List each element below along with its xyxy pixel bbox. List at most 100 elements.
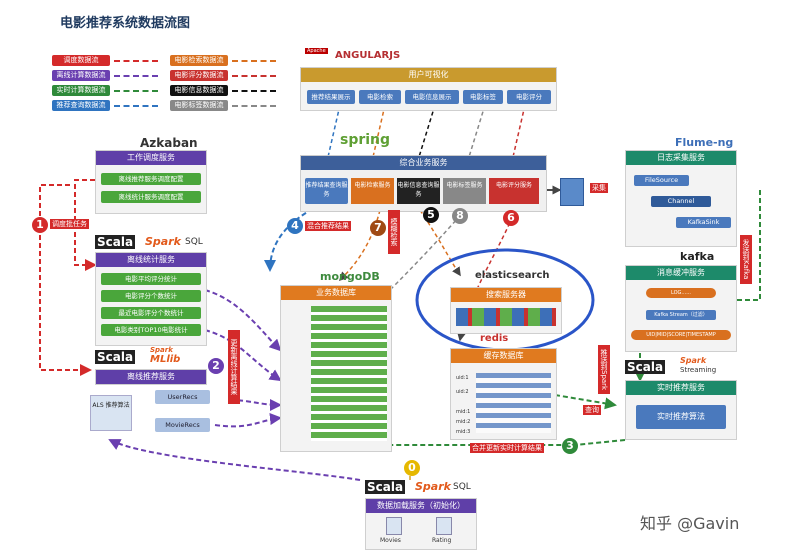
mllib-logos: Scala Spark MLlib [95,346,215,368]
redis-values [476,373,551,433]
business-panel: 综合业务服务 推荐结果查询服务 电影检索服务 电影信息查询服务 电影标签服务 电… [300,155,547,212]
offline-stats-panel: 离线统计服务 电影平均评分统计 电影评分个数统计 最近电影评分个数统计 电影类别… [95,252,207,346]
als-algorithm: ALS 推荐算法 [90,395,132,431]
mllib-header-wrap: 离线推荐服务 [95,369,207,385]
kafka-stream[interactable]: Kafka Stream（过滤） [646,310,716,320]
legend: 调度数据流离线计算数据流实时计算数据流推荐查询数据流电影检索数据流电影评分数据流… [52,55,282,115]
spark-logo: Spark [415,480,451,493]
redis-panel: 缓存数据库 uid:1 uid:2 mid:1 mid:2 mid:3 [450,348,557,440]
business-header: 综合业务服务 [301,156,546,170]
ui-item-tag[interactable]: 电影标签 [463,90,503,104]
movies-label: Movies [380,537,401,544]
loader-header: 数据加载服务（初始化） [366,499,476,513]
offline-flow-5 [108,439,361,481]
step-3-badge: 3 [562,438,578,454]
biz-item-recommend[interactable]: 推荐结果查询服务 [305,178,348,204]
stats-item-recent[interactable]: 最近电影评分个数统计 [101,307,201,319]
schedule-flow [39,184,92,376]
step-8-badge: 8 [452,208,468,224]
mllib-logo: MLlib [150,354,181,365]
loader-panel: 数据加载服务（初始化） Movies Rating [365,498,477,550]
schedule-label: 调度批任务 [50,219,89,229]
stats-item-avg[interactable]: 电影平均评分统计 [101,273,201,285]
legend-item: 电影标签数据流 [170,100,228,111]
step-1-badge: 1 [32,217,48,233]
legend-item: 电影评分数据流 [170,70,228,81]
flume-logo: Flume-ng [675,136,734,149]
spark-logo: Spark [150,346,173,354]
flume-panel: 日志采集服务 FileSource Channel KafkaSink [625,150,737,247]
mongodb-logo: mongoDB [320,270,380,283]
step-2-badge: 2 [208,358,224,374]
azkaban-item-offline-recommend[interactable]: 离线推荐服务调度配置 [101,173,201,185]
legend-line [232,90,276,92]
redis-row-4: mid:2 [456,419,471,425]
step-0-badge: 0 [404,460,420,476]
hybrid-label: 混合推荐结果 [305,221,351,231]
legend-item: 电影信息数据流 [170,85,228,96]
userrecs-box[interactable]: UserRecs [155,390,210,404]
fuzzy-search-label: 模糊检索 [388,210,400,254]
flume-channel[interactable]: Channel [651,196,711,207]
ui-item-info[interactable]: 电影信息展示 [405,90,459,104]
offline-update-label: 更新离线计算结果 [228,330,240,404]
ui-item-recommend[interactable]: 推荐结果展示 [307,90,355,104]
legend-item: 离线计算数据流 [52,70,110,81]
rating-label: Rating [432,537,452,544]
redis-logo: redis [480,333,509,344]
sql-label: SQL [453,482,471,492]
biz-item-search[interactable]: 电影检索服务 [351,178,394,204]
kafka-logo: kafka [680,250,715,263]
kafka-header: 消息缓冲服务 [626,266,736,280]
azkaban-logo: Azkaban [140,136,198,150]
realtime-flow-2 [554,394,617,410]
biz-item-info[interactable]: 电影信息查询服务 [397,178,440,204]
scala-logo: Scala [95,235,136,249]
legend-line [114,60,158,62]
offline-flow-4 [214,413,282,428]
send-kafka-label: 发送到Kafka [740,235,752,284]
ui-item-search[interactable]: 电影检索 [359,90,401,104]
biz-item-tag[interactable]: 电影标签服务 [443,178,486,204]
biz-flow-1 [338,209,381,282]
scala-logo: Scala [95,350,136,364]
loader-logos: Scala Spark SQL [365,480,475,498]
kafka-log: LOG...... [646,288,716,298]
movies-file-icon [386,517,402,535]
biz-item-rating[interactable]: 电影评分服务 [489,178,539,204]
step-4-badge: 4 [287,218,303,234]
spark-logo: Spark [145,235,181,248]
flume-filesource[interactable]: FileSource [634,175,689,186]
kafka-panel: 消息缓冲服务 LOG...... Kafka Stream（过滤） UID|MI… [625,265,737,352]
legend-line [114,105,158,107]
azkaban-header: 工作调度服务 [96,151,206,165]
streaming-header: 实时推荐服务 [626,381,736,395]
azkaban-item-offline-stats[interactable]: 离线统计服务调度配置 [101,191,201,203]
offline-flow-1 [204,289,282,352]
collect-label: 采集 [590,183,608,193]
query-label: 查询 [583,405,601,415]
streaming-panel: 实时推荐服务 实时推荐算法 [625,380,737,440]
step-5-badge: 5 [423,207,439,223]
stats-item-count[interactable]: 电影评分个数统计 [101,290,201,302]
legend-line [114,90,158,92]
scala-logo: Scala [365,480,406,494]
watermark: 知乎 @Gavin [640,514,740,533]
azkaban-panel: 工作调度服务 离线推荐服务调度配置 离线统计服务调度配置 [95,150,207,214]
ui-header: 用户可视化 [301,68,556,82]
flume-header: 日志采集服务 [626,151,736,165]
es-logo: elasticsearch [475,270,550,281]
ui-item-rating[interactable]: 电影评分 [507,90,551,104]
angular-logo: Apache ANGULARJS [305,48,400,66]
movierecs-box[interactable]: MovieRecs [155,418,210,432]
flume-kafkasink[interactable]: KafkaSink [676,217,731,228]
streaming-algorithm[interactable]: 实时推荐算法 [636,405,726,429]
kafka-uid: UID|MID|SCORE|TIMESTAMP [631,330,731,340]
log-file-icon [560,178,584,206]
stats-item-top10[interactable]: 电影类别TOP10电影统计 [101,324,201,336]
legend-item: 调度数据流 [52,55,110,66]
legend-line [232,60,276,62]
offline-stats-logos: Scala Spark SQL [95,235,215,253]
es-panel: 搜索服务器 [450,287,562,334]
